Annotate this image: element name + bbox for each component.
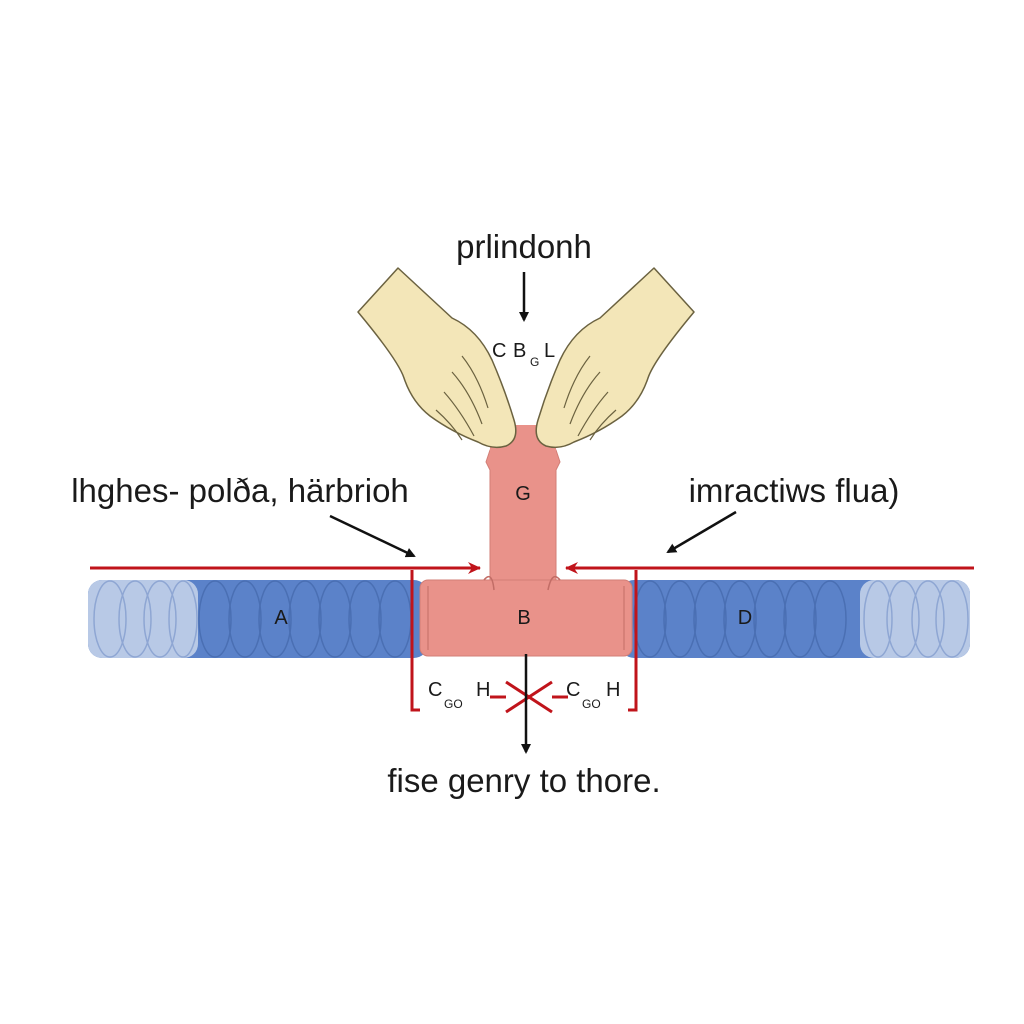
bottom-label: fise genry to thore. (387, 762, 660, 799)
svg-text:H: H (606, 679, 620, 701)
right-pointer-arrow (666, 510, 737, 554)
right-hand (535, 267, 695, 449)
svg-text:GO: GO (444, 697, 463, 711)
red-force-lines (90, 562, 974, 714)
left-pointer-arrow (329, 514, 416, 558)
right-pipe: D (620, 580, 970, 658)
svg-text:GO: GO (582, 697, 601, 711)
part-a-label: A (274, 607, 288, 629)
svg-text:L: L (544, 340, 555, 362)
svg-text:C: C (492, 340, 506, 362)
top-code: C B G L (492, 340, 555, 369)
part-d-label: D (738, 607, 752, 629)
top-label: prlindonh (456, 228, 592, 265)
tee-joint: G B (419, 425, 633, 657)
svg-text:G: G (530, 355, 539, 369)
right-code: C GO H (566, 679, 620, 711)
svg-text:C: C (428, 679, 442, 701)
svg-text:H: H (476, 679, 490, 701)
left-hand (357, 267, 517, 449)
svg-text:B: B (513, 340, 526, 362)
right-label: imractiws flua) (689, 472, 900, 509)
part-b-label: B (517, 607, 530, 629)
left-code: C GO H (428, 679, 490, 711)
left-pipe: A (88, 580, 428, 658)
svg-text:C: C (566, 679, 580, 701)
left-label: lhghes- polða, härbrioh (71, 472, 409, 509)
part-g-label: G (515, 483, 531, 505)
